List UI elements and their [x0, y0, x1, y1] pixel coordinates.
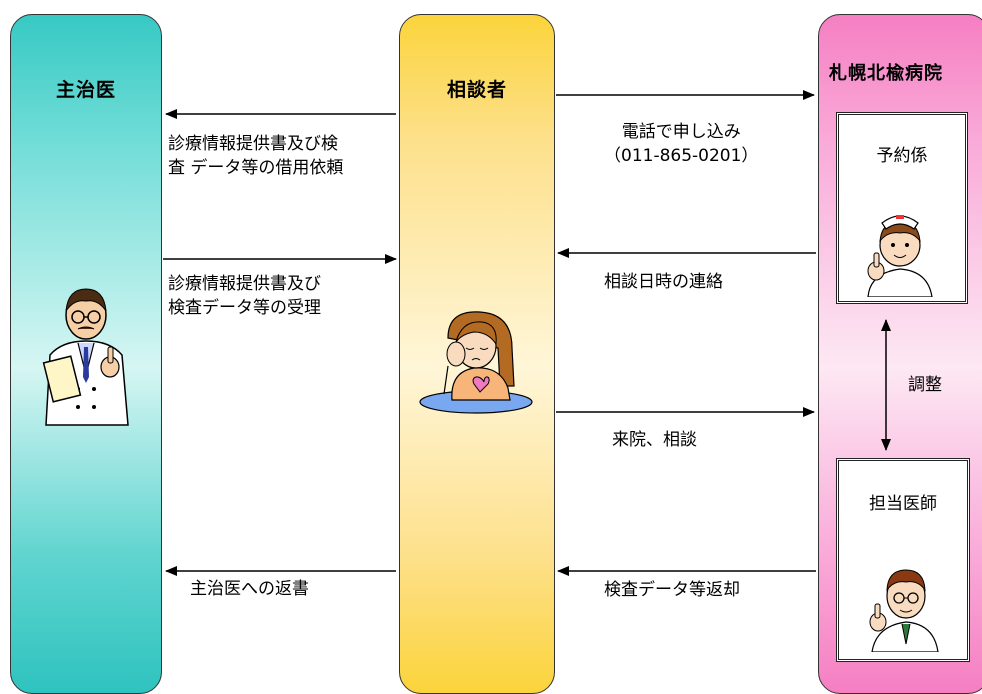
consultant-illustration-icon [419, 311, 533, 414]
reply-label: 主治医への返書 [190, 579, 309, 599]
apply-label: 電話で申し込み （011-865-0201） [604, 120, 758, 168]
hospital-column-title: 札幌北楡病院 [829, 63, 943, 84]
physician-illustration-icon [869, 569, 939, 652]
receipt-label: 診療情報提供書及び 検査データ等の受理 [168, 272, 321, 320]
doctor-column-title: 主治医 [55, 79, 116, 101]
schedule-label: 相談日時の連絡 [604, 272, 723, 292]
apply-line-1: 電話で申し込み [621, 122, 741, 142]
receipt-line-1: 診療情報提供書及び [168, 274, 321, 294]
consultant-column: 相談者 [399, 14, 555, 694]
nurse-illustration-icon [867, 215, 933, 297]
request-label: 診療情報提供書及び検 査 データ等の借用依頼 [168, 132, 343, 180]
receipt-line-2: 検査データ等の受理 [168, 298, 321, 318]
adjust-label: 調整 [908, 375, 942, 395]
reservation-box-label: 予約係 [876, 146, 928, 166]
doctor-illustration-icon [42, 288, 129, 426]
visit-label: 来院、相談 [612, 430, 697, 450]
request-line-2: 査 データ等の借用依頼 [168, 158, 344, 178]
physician-box-label: 担当医師 [869, 494, 937, 514]
return-label: 検査データ等返却 [604, 580, 740, 600]
apply-line-2: （011-865-0201） [604, 146, 759, 166]
consultant-column-title: 相談者 [446, 79, 507, 101]
request-line-1: 診療情報提供書及び検 [168, 134, 338, 154]
